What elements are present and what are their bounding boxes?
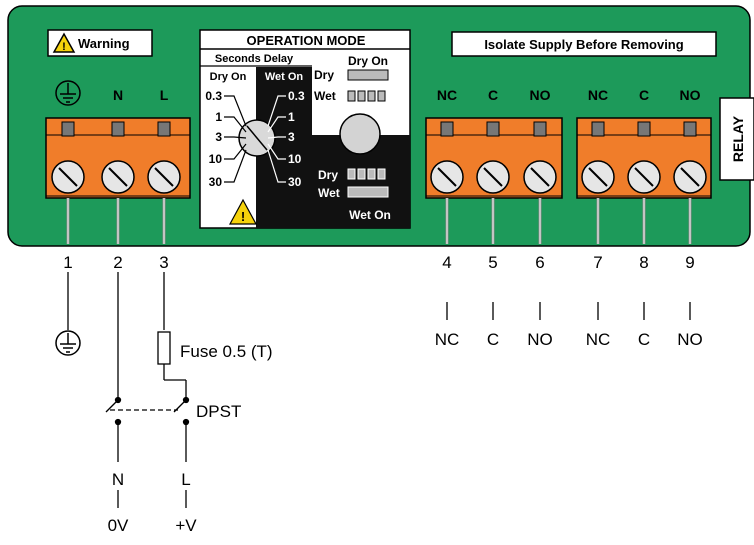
dry-on-header: Dry On	[210, 71, 247, 83]
dial-left-value: 30	[209, 175, 223, 189]
dial-right-value: 1	[288, 110, 295, 124]
sensor-led	[339, 113, 381, 155]
dry-indicator-solid	[347, 69, 389, 81]
terminal-clamp	[533, 121, 547, 137]
warning-label: ! Warning	[47, 29, 153, 57]
warning-text: Warning	[78, 36, 130, 51]
dial-left-value: 10	[209, 152, 223, 166]
isolate-label: Isolate Supply Before Removing	[484, 37, 683, 52]
terminal-top-label: NC	[437, 87, 457, 103]
fuse-symbol	[157, 331, 171, 365]
dial-right-value: 30	[288, 175, 302, 189]
dial-left-value: 0.3	[205, 89, 222, 103]
terminal-clamp	[486, 121, 500, 137]
relay-label-box	[719, 97, 754, 181]
dial-right-value: 3	[288, 130, 295, 144]
dial-right-value: 0.3	[288, 89, 305, 103]
dial-left-scale: 0.3 1 3 10 30	[205, 89, 247, 189]
supply-wiring	[105, 272, 190, 508]
terminal-number: 7	[593, 253, 602, 272]
terminal-top-label: C	[639, 87, 649, 103]
earth-symbol-bottom	[55, 330, 81, 356]
terminal-top-labels: N L NC C NO NC C NO	[113, 87, 701, 103]
terminal-clamp	[61, 121, 75, 137]
terminal-function-label: C	[487, 330, 499, 349]
wet-indicator-dots	[347, 90, 386, 102]
dry-on-right-label: Dry On	[348, 54, 388, 68]
terminal-top-label: L	[160, 87, 169, 103]
terminal-wires: 1 2 3 4NC 5C 6NO 7NC 8C 9NO	[63, 198, 703, 349]
terminal-number: 3	[159, 253, 168, 272]
wet-on-header: Wet On	[265, 71, 304, 83]
terminal-top-label: NC	[588, 87, 608, 103]
terminal-clamp	[637, 121, 651, 137]
dry-indicator-dots	[347, 168, 386, 180]
terminal-function-label: NO	[677, 330, 703, 349]
terminal-clamp	[157, 121, 171, 137]
zero-volt-label: 0V	[108, 516, 129, 535]
operation-mode-title: OPERATION MODE	[247, 33, 366, 48]
terminal-number: 6	[535, 253, 544, 272]
terminal-number: 2	[113, 253, 122, 272]
operation-mode-panel: OPERATION MODE Seconds Delay Dry On Wet …	[199, 29, 411, 229]
dry-label-top: Dry	[314, 68, 334, 82]
terminal-number: 1	[63, 253, 72, 272]
terminal-blocks	[45, 117, 712, 199]
neutral-label: N	[112, 470, 124, 489]
terminal-number: 4	[442, 253, 451, 272]
terminal-clamp	[591, 121, 605, 137]
wet-label-top: Wet	[314, 89, 336, 103]
svg-text:!: !	[62, 41, 66, 53]
terminal-clamp	[111, 121, 125, 137]
dial-left-value: 1	[215, 110, 222, 124]
wet-label-bottom: Wet	[318, 186, 340, 200]
fuse-label: Fuse 0.5 (T)	[180, 342, 273, 361]
dry-label-bottom: Dry	[318, 168, 338, 182]
dial-left-value: 3	[215, 130, 222, 144]
terminal-top-label: C	[488, 87, 498, 103]
dial-right-value: 10	[288, 152, 302, 166]
terminal-top-label: NO	[680, 87, 701, 103]
dpst-label: DPST	[196, 402, 241, 421]
dial-right-scale: 0.3 1 3 10 30	[267, 89, 305, 189]
terminal-function-label: NC	[435, 330, 460, 349]
wet-on-bottom-label: Wet On	[349, 208, 391, 222]
terminal-top-label: NO	[530, 87, 551, 103]
terminal-function-label: NC	[586, 330, 611, 349]
terminal-function-label: C	[638, 330, 650, 349]
terminal-number: 9	[685, 253, 694, 272]
svg-text:!: !	[241, 209, 245, 224]
relay-label: RELAY	[730, 115, 746, 162]
terminal-function-label: NO	[527, 330, 553, 349]
dial-warning-icon	[228, 198, 258, 225]
terminal-number: 8	[639, 253, 648, 272]
seconds-delay-label: Seconds Delay	[215, 53, 294, 65]
wet-indicator-solid	[347, 186, 389, 198]
terminal-clamp	[440, 121, 454, 137]
terminal-number: 5	[488, 253, 497, 272]
earth-symbol-top	[55, 80, 81, 106]
warning-icon	[52, 32, 76, 53]
terminal-top-label: N	[113, 87, 123, 103]
terminal-clamp	[683, 121, 697, 137]
dial-pointer	[246, 125, 268, 151]
plus-volt-label: +V	[175, 516, 197, 535]
live-label: L	[181, 470, 190, 489]
isolate-label-box	[451, 31, 717, 57]
